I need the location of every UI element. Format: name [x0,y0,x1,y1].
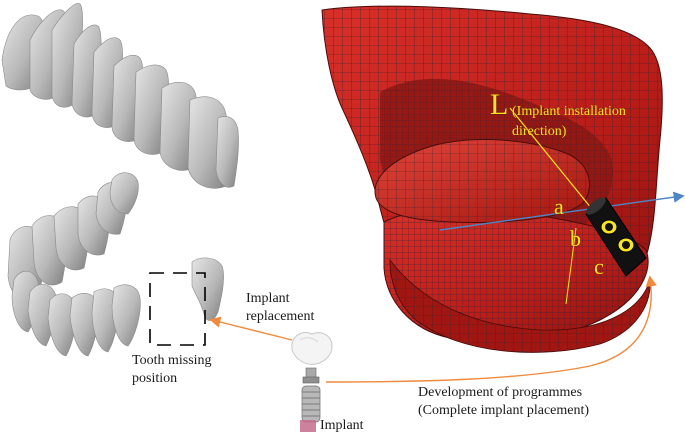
implant-replacement-label-line1: Implant [246,291,290,306]
implant-marker-model [585,197,647,277]
development-label-line2: (Complete implant placement) [418,403,590,418]
oral-mesh-model [321,5,663,353]
label-b: b [570,226,581,251]
installation-direction-line [509,107,597,215]
label-L: L [490,88,509,121]
implant-label: Implant [320,418,364,433]
label-a: a [554,194,564,219]
implant-screw [300,385,321,432]
development-label-line1: Development of programmes [418,385,583,400]
arrow-development-to-model [325,275,657,383]
tooth-missing-label-line1: Tooth missing [132,353,212,368]
tooth-missing-label-line2: position [132,371,178,386]
horizontal-axis-line [439,191,685,231]
tooth-missing-box [149,272,206,346]
direction-label-line2: direction) [512,124,567,139]
b-guide-line [565,227,577,305]
direction-label-line1: (Implant installation [512,104,626,119]
arrow-implant-to-gap [209,316,293,341]
implant-abutment [302,367,320,384]
label-c: c [594,254,604,279]
upper-teeth-model [1,3,239,189]
implant-crown [291,331,333,365]
lower-teeth-model [7,172,224,357]
implant-replacement-label-line2: replacement [246,309,315,324]
